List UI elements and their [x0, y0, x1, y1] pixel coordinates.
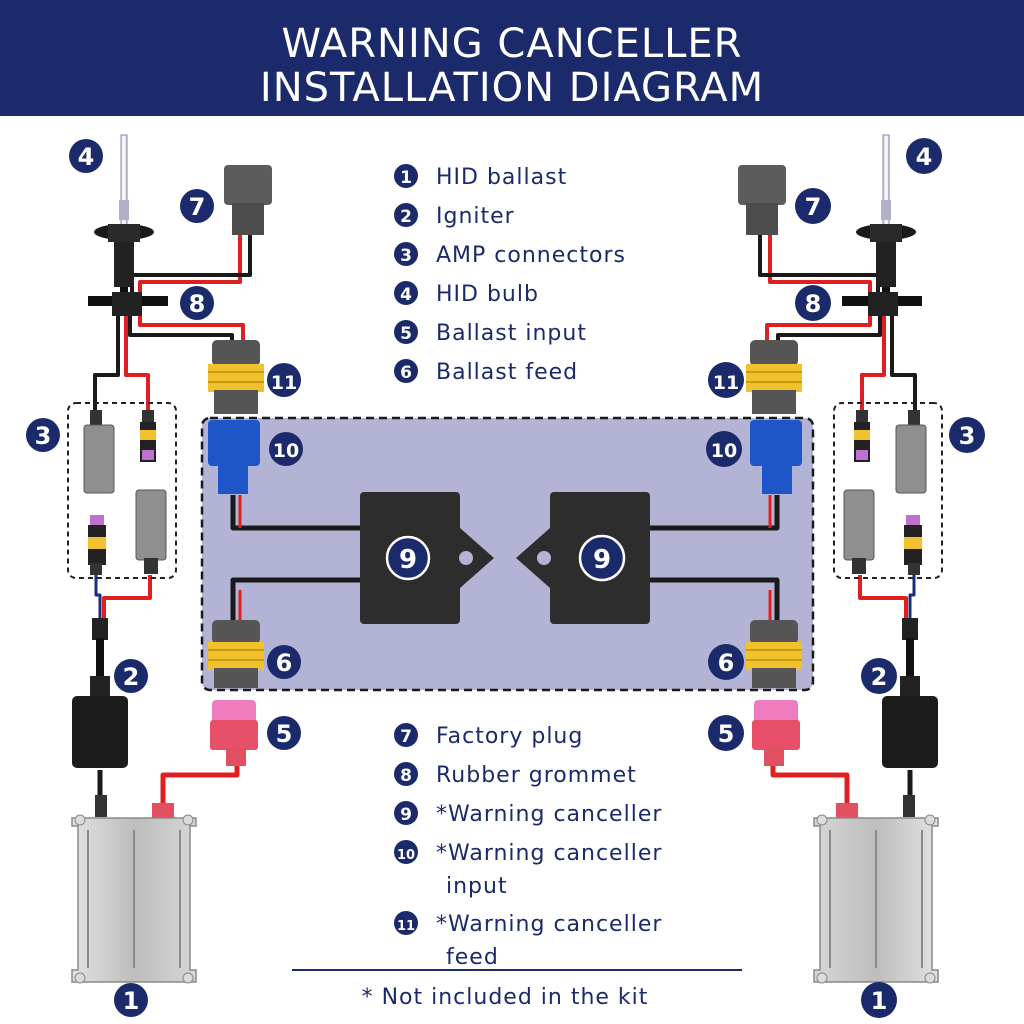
svg-text:11: 11: [713, 372, 739, 394]
title-line-1: WARNING CANCELLER: [281, 21, 743, 67]
legend-bottom: 7 Factory plug 8 Rubber grommet 9 *Warning ca…: [394, 723, 662, 970]
legend-label: *Warning canceller: [436, 841, 662, 866]
title-banner: WARNING CANCELLER INSTALLATION DIAGRAM: [0, 0, 1024, 116]
legend-label: HID bulb: [436, 282, 539, 307]
svg-text:10: 10: [711, 440, 737, 462]
legend-number-badge: [394, 281, 418, 305]
legend-label: Factory plug: [436, 724, 583, 749]
svg-text:8: 8: [805, 290, 822, 318]
legend-number: 6: [400, 363, 412, 383]
legend-number-badge: [394, 840, 418, 864]
legend-number: 8: [400, 766, 412, 786]
svg-text:5: 5: [718, 720, 735, 748]
legend-number-badge: [394, 164, 418, 188]
legend-number-badge: [394, 359, 418, 383]
legend-label: Ballast feed: [436, 360, 578, 385]
legend-label: HID ballast: [436, 165, 567, 190]
legend-label: Igniter: [436, 204, 515, 229]
legend-top: 1 HID ballast 2 Igniter 3 AMP connectors 4 HID …: [394, 164, 626, 385]
legend-item: 1 HID ballast: [394, 164, 567, 190]
legend-item: 9 *Warning canceller: [394, 801, 662, 827]
svg-text:6: 6: [718, 649, 735, 677]
svg-text:7: 7: [805, 193, 822, 221]
legend-item: 10 *Warning canceller input: [394, 840, 662, 899]
title-line-2: INSTALLATION DIAGRAM: [259, 65, 765, 111]
svg-text:1: 1: [871, 987, 888, 1015]
legend-number-badge: [394, 320, 418, 344]
legend-label: AMP connectors: [436, 243, 626, 268]
legend-label: *Warning canceller: [436, 802, 662, 827]
legend-number-badge: [394, 723, 418, 747]
legend-number-badge: [394, 801, 418, 825]
legend-label: Rubber grommet: [436, 763, 637, 788]
legend-number: 4: [400, 285, 412, 305]
svg-text:9: 9: [593, 545, 611, 575]
right-number-markers: 4 7 8 11 3 10 6 2 5 1 9: [578, 138, 985, 1018]
svg-text:2: 2: [871, 663, 888, 691]
legend-item: 8 Rubber grommet: [394, 762, 637, 788]
footnote: * Not included in the kit: [362, 985, 649, 1010]
legend-label-continued: feed: [446, 945, 499, 970]
legend-number-badge: [394, 762, 418, 786]
legend-label: Ballast input: [436, 321, 587, 346]
legend-number: 9: [400, 805, 412, 825]
legend-number-badge: [394, 203, 418, 227]
legend-number: 1: [400, 168, 412, 188]
legend-number: 7: [400, 727, 412, 747]
legend-label: *Warning canceller: [436, 912, 662, 937]
legend-number: 2: [400, 207, 412, 227]
legend-item: 5 Ballast input: [394, 320, 587, 346]
legend-item: 7 Factory plug: [394, 723, 583, 749]
legend-item: 4 HID bulb: [394, 281, 539, 307]
legend-number: 10: [397, 848, 415, 863]
legend-item: 11 *Warning canceller feed: [394, 911, 662, 970]
legend-item: 6 Ballast feed: [394, 359, 578, 385]
legend-number: 5: [400, 324, 412, 344]
legend-number-badge: [394, 242, 418, 266]
canceller-kit-box: [200, 416, 815, 692]
svg-text:3: 3: [959, 422, 976, 450]
legend-item: 2 Igniter: [394, 203, 515, 229]
legend-number: 3: [400, 246, 412, 266]
legend-number: 11: [397, 919, 415, 934]
legend-item: 3 AMP connectors: [394, 242, 626, 268]
svg-text:4: 4: [916, 143, 933, 171]
legend-number-badge: [394, 911, 418, 935]
legend-label-continued: input: [446, 874, 508, 899]
